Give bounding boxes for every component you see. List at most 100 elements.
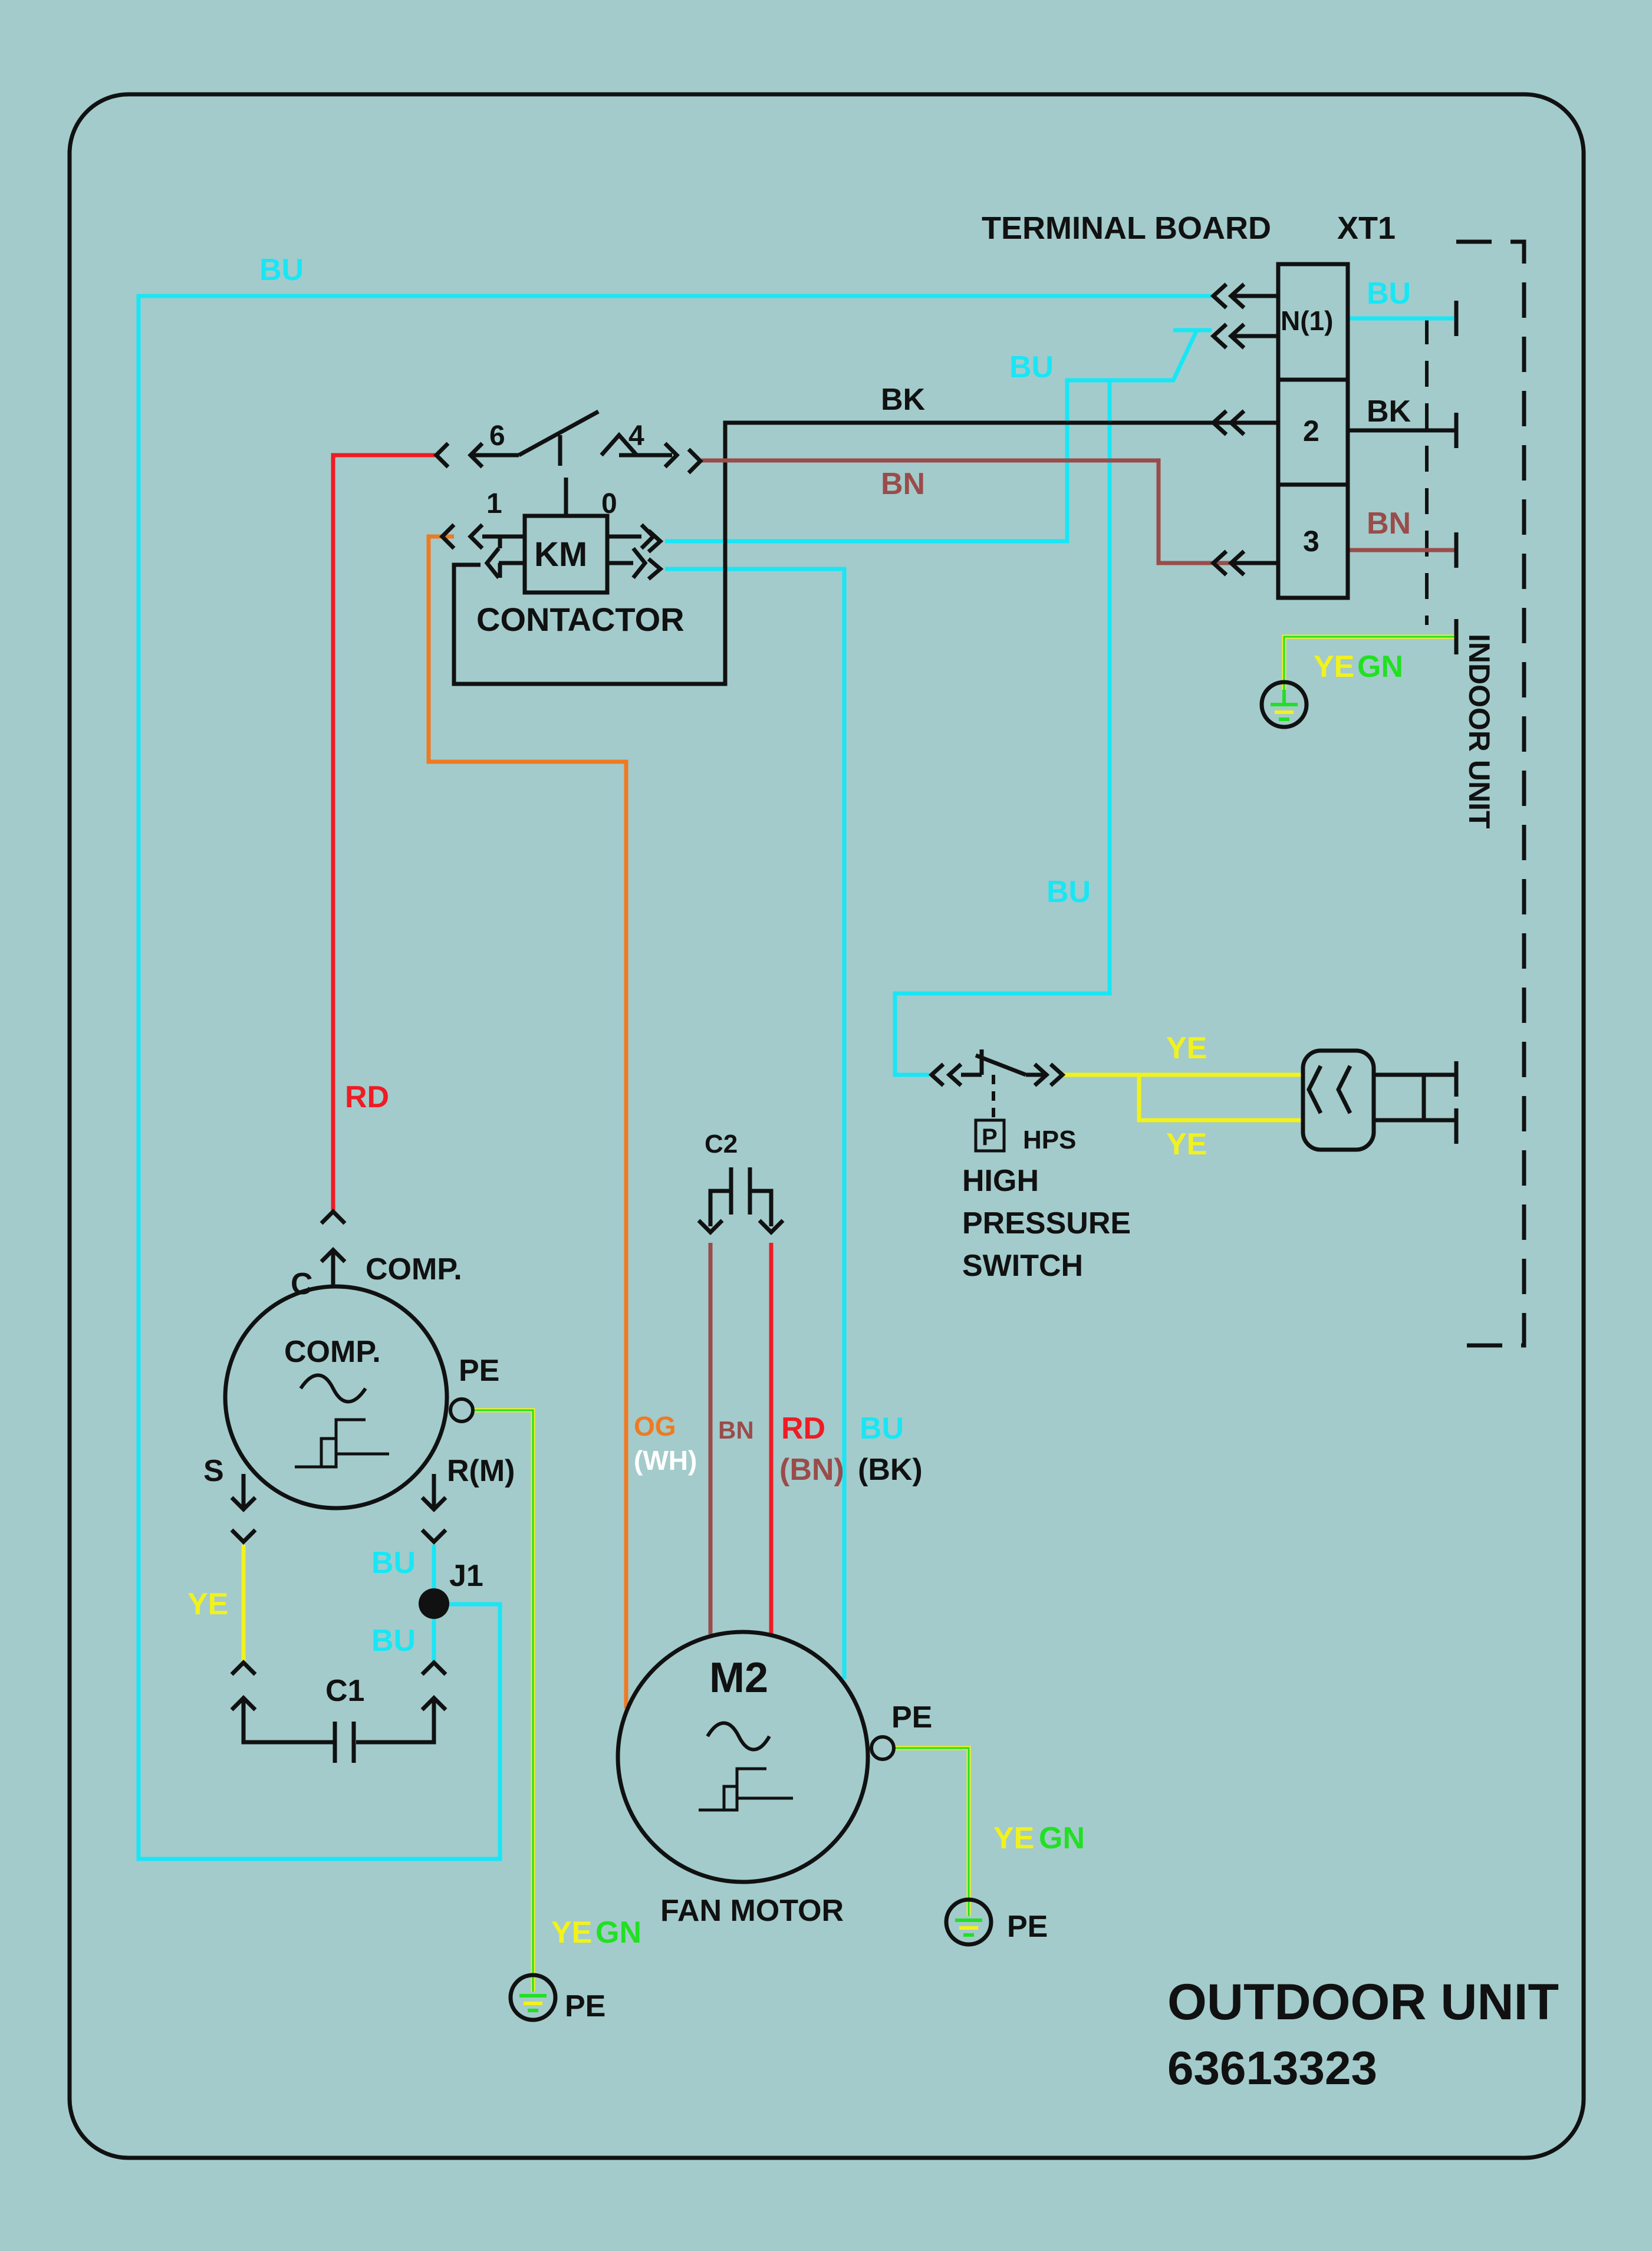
ground-pe-fan: PE [1007, 1910, 1048, 1944]
compressor-wave [299, 1373, 367, 1404]
hps-switch-symbol [928, 1049, 1066, 1087]
label-bn-top: BN [881, 467, 925, 501]
compressor-overload-symbol [295, 1418, 389, 1469]
label-yegn-comp: YE GN [551, 1916, 641, 1950]
xt1-label: XT1 [1337, 210, 1396, 246]
compressor-terminal-r: R(M) [447, 1454, 515, 1488]
junction-j1-label: J1 [449, 1559, 483, 1593]
wire-yegn-comp [473, 1408, 535, 1992]
label-bu-j1-bottom: BU [371, 1624, 416, 1658]
label-bk-tb: BK [1367, 394, 1411, 429]
ground-pe-comp: PE [565, 1989, 605, 2023]
svg-text:GN: GN [595, 1916, 641, 1950]
hps-line3: SWITCH [962, 1249, 1083, 1283]
contactor-name-label: CONTACTOR [476, 601, 685, 638]
hps-line1: HIGH [962, 1164, 1039, 1198]
capacitor-c2-label: C2 [705, 1130, 738, 1159]
compressor-label-inside: COMP. [284, 1335, 381, 1369]
hps-line2: PRESSURE [962, 1206, 1131, 1240]
wire-yegn-comp-stripe [473, 1409, 534, 1992]
wire-orange-fan [426, 534, 628, 1709]
capacitor-c1-label: C1 [325, 1674, 364, 1708]
label-fan-bk: (BK) [858, 1453, 923, 1487]
compressor-pe-label: PE [459, 1354, 499, 1388]
terminal-3-label: 3 [1303, 525, 1319, 558]
label-fan-og: OG [634, 1411, 676, 1442]
fan-motor-pe-terminal [870, 1735, 896, 1761]
label-fan-bn2: (BN) [779, 1453, 844, 1487]
label-bu-j1-top: BU [371, 1546, 416, 1580]
fan-motor-name: FAN MOTOR [660, 1894, 844, 1928]
label-ye-s: YE [187, 1587, 228, 1621]
label-bu-top: BU [259, 253, 304, 287]
wire-brown-terminal3 [702, 458, 1232, 565]
wire-red-comp [331, 453, 435, 1210]
label-yegn-top: YE GN [1314, 650, 1403, 684]
terminal-block-3 [1276, 482, 1350, 600]
wire-yegn-indoor-stripe [1283, 636, 1456, 690]
label-bk-top: BK [881, 383, 926, 417]
label-ye-hps-top: YE [1166, 1031, 1207, 1065]
fan-motor-id: M2 [709, 1654, 768, 1702]
hps-pressure-tag-box [974, 1118, 1006, 1153]
label-ye-hps-bottom: YE [1166, 1127, 1207, 1161]
contactor-plug-arrows [433, 442, 703, 581]
capacitor-c1-wires [241, 1698, 436, 1745]
fan-motor-pe-label: PE [891, 1700, 932, 1735]
ground-symbol-top [1259, 680, 1309, 729]
hps-abbr: HPS [1023, 1126, 1076, 1154]
ground-symbol-fan [944, 1897, 993, 1947]
fan-motor-overload-symbol [699, 1767, 793, 1812]
svg-text:YE: YE [993, 1821, 1034, 1855]
indoor-unit-label: INDOOR UNIT [1463, 634, 1496, 829]
wire-yegn-fan-stripe [893, 1747, 970, 1916]
terminal-2-label: 2 [1303, 414, 1319, 447]
wire-yegn-fan [893, 1746, 971, 1916]
label-bu-mid: BU [1009, 350, 1054, 384]
footer-code: 63613323 [1167, 2042, 1377, 2094]
indoor-plug-arrows [1307, 1061, 1459, 1144]
footer-title: OUTDOOR UNIT [1167, 1974, 1559, 2030]
indoor-unit-boundary [1456, 239, 1526, 1348]
compressor-pe-terminal [449, 1397, 475, 1423]
contactor-pin-4: 4 [628, 420, 644, 452]
svg-text:GN: GN [1357, 650, 1403, 684]
contactor-pin-0: 0 [601, 488, 617, 519]
label-fan-rd: RD [781, 1411, 825, 1446]
contactor-km-label: KM [534, 535, 587, 574]
fan-motor-wave [706, 1721, 771, 1752]
wire-black-terminal2 [452, 420, 1232, 686]
label-fan-wh: (WH) [634, 1445, 697, 1476]
label-fan-bu: BU [860, 1411, 904, 1446]
svg-text:GN: GN [1039, 1821, 1085, 1855]
label-rd-comp: RD [345, 1080, 389, 1114]
terminal-n1-label: N(1) [1281, 305, 1333, 336]
contactor-coil-leads [482, 534, 641, 578]
label-bu-vertical: BU [1047, 875, 1091, 909]
contactor-pin-1: 1 [486, 488, 502, 519]
wire-blue-to-fan [665, 567, 847, 1679]
fan-motor-circle [616, 1630, 870, 1884]
svg-text:YE: YE [1314, 650, 1354, 684]
compressor-terminal-c: C [291, 1267, 313, 1301]
ground-symbol-comp [508, 1973, 558, 2022]
label-yegn-fan: YE GN [993, 1821, 1085, 1855]
junction-j1-dot [419, 1588, 449, 1619]
contactor-switch [472, 409, 672, 516]
wire-yellow-hps-bottom [1137, 1075, 1303, 1123]
compressor-terminal-arrows [230, 1209, 447, 1712]
outdoor-unit-frame [67, 92, 1586, 2160]
wire-blue-main-loop [136, 294, 1215, 1861]
wire-blue-n1-to-km [665, 329, 1199, 544]
label-fan-bn: BN [718, 1416, 754, 1444]
compressor-circle [223, 1284, 449, 1510]
compressor-label-outside: COMP. [366, 1252, 462, 1286]
hps-tag: P [982, 1124, 998, 1150]
capacitor-c2-symbol [697, 1167, 785, 1235]
label-bn-tb: BN [1367, 506, 1411, 541]
svg-text:YE: YE [551, 1916, 592, 1950]
wire-blue-to-hps [893, 380, 1112, 1077]
plug-arrows-terminal [1210, 282, 1246, 577]
terminal-board-label: TERMINAL BOARD [982, 210, 1271, 246]
